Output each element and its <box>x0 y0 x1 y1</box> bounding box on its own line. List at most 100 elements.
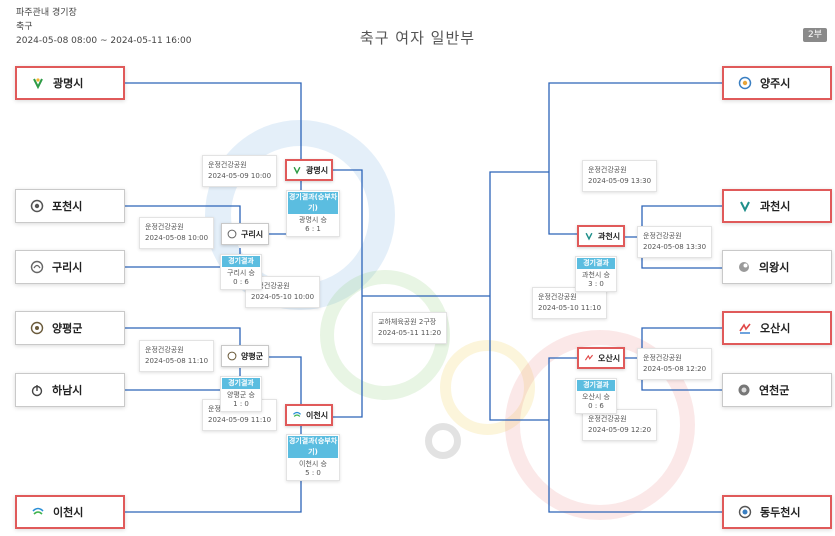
result-score: 6 : 1 <box>305 225 321 233</box>
venue-place: 운정건강공원 <box>643 232 682 240</box>
team-gwangmyeong[interactable]: 광명시 <box>15 66 125 100</box>
team-name: 연천군 <box>759 384 790 397</box>
match-result: 경기결과 구리시 승 0 : 6 <box>220 254 262 290</box>
page-title: 축구 여자 일반부 <box>359 29 476 47</box>
team-yeoncheon[interactable]: 연천군 <box>722 373 832 407</box>
team-yangju[interactable]: 양주시 <box>722 66 832 100</box>
venue-place: 운정건강공원 <box>588 166 627 174</box>
icheon-emblem-icon <box>31 505 45 519</box>
team-name: 의왕시 <box>759 261 790 274</box>
match-time: 2024-05-09 13:30 <box>588 177 652 185</box>
team-yangpyeong[interactable]: 양평군 <box>15 311 125 345</box>
match-result: 경기결과(승부차기) 이천시 승 5 : 0 <box>286 434 340 481</box>
venue-place: 운정건강공원 <box>251 282 290 290</box>
match-schedule: 운정건강공원 2024-05-09 10:00 <box>202 155 278 187</box>
team-name: 이천시 <box>53 506 84 519</box>
team-name: 광명시 <box>306 165 329 175</box>
team-gwacheon[interactable]: 과천시 <box>722 189 832 223</box>
team-name: 과천시 <box>760 200 791 213</box>
team-pocheon[interactable]: 포천시 <box>15 189 125 223</box>
result-score: 5 : 0 <box>305 469 321 477</box>
match-time: 2024-05-11 11:20 <box>378 329 442 337</box>
match-schedule: 운정건강공원 2024-05-09 12:20 <box>582 409 658 441</box>
advance-gwangmyeong[interactable]: 광명시 <box>285 159 333 181</box>
venue-place: 운정건강공원 <box>588 415 627 423</box>
icheon-emblem-icon <box>292 410 302 420</box>
match-schedule: 운정건강공원 2024-05-09 13:30 <box>582 160 658 192</box>
match-result: 경기결과 과천시 승 3 : 0 <box>575 256 617 292</box>
team-name: 오산시 <box>760 322 791 335</box>
advance-osan[interactable]: 오산시 <box>577 347 625 369</box>
pocheon-emblem-icon <box>30 199 44 213</box>
team-uiwang[interactable]: 의왕시 <box>722 250 832 284</box>
match-time: 2024-05-09 11:10 <box>208 416 272 424</box>
advance-guri[interactable]: 구리시 <box>221 223 269 245</box>
result-button[interactable]: 경기결과(승부차기) <box>288 436 338 458</box>
team-name: 구리시 <box>241 229 264 239</box>
yangpyeong-emblem-icon <box>30 321 44 335</box>
match-schedule: 운정건강공원 2024-05-08 11:10 <box>139 340 215 372</box>
match-time: 2024-05-10 10:00 <box>251 293 315 301</box>
result-winner: 구리시 승 <box>227 269 255 277</box>
uiwang-emblem-icon <box>737 260 751 274</box>
yeoncheon-emblem-icon <box>737 383 751 397</box>
team-icheon[interactable]: 이천시 <box>15 495 125 529</box>
result-score: 3 : 0 <box>588 280 604 288</box>
team-guri[interactable]: 구리시 <box>15 250 125 284</box>
result-score: 0 : 6 <box>233 278 249 286</box>
sport-label: 축구 <box>16 22 33 32</box>
match-time: 2024-05-09 12:20 <box>588 426 652 434</box>
team-osan[interactable]: 오산시 <box>722 311 832 345</box>
team-name: 광명시 <box>53 77 84 90</box>
team-name: 하남시 <box>52 384 83 397</box>
team-name: 양평군 <box>241 351 264 361</box>
osan-emblem-icon <box>584 353 594 363</box>
result-button[interactable]: 경기결과 <box>222 256 260 267</box>
advance-icheon[interactable]: 이천시 <box>285 404 333 426</box>
hanam-emblem-icon <box>30 383 44 397</box>
dongducheon-emblem-icon <box>738 505 752 519</box>
match-schedule: 운정건강공원 2024-05-08 13:30 <box>637 226 713 258</box>
team-name: 이천시 <box>306 410 329 420</box>
match-result: 경기결과(승부차기) 광명시 승 6 : 1 <box>286 190 340 237</box>
result-button[interactable]: 경기결과 <box>577 258 615 269</box>
venue-place: 교하체육공원 2구장 <box>378 318 437 326</box>
gwacheon-emblem-icon <box>738 199 752 213</box>
period-label: 2024-05-08 08:00 ~ 2024-05-11 16:00 <box>16 36 192 46</box>
result-button[interactable]: 경기결과 <box>577 380 615 391</box>
team-dongducheon[interactable]: 동두천시 <box>722 495 832 529</box>
advance-gwacheon[interactable]: 과천시 <box>577 225 625 247</box>
result-score: 0 : 6 <box>588 402 604 410</box>
team-name: 오산시 <box>598 353 621 363</box>
team-name: 과천시 <box>598 231 621 241</box>
team-name: 양평군 <box>52 322 83 335</box>
match-time: 2024-05-09 10:00 <box>208 172 272 180</box>
match-time: 2024-05-08 11:10 <box>145 357 209 365</box>
match-time: 2024-05-08 10:00 <box>145 234 209 242</box>
guri-emblem-icon <box>227 229 237 239</box>
result-winner: 양평군 승 <box>227 391 255 399</box>
team-name: 포천시 <box>52 200 83 213</box>
yangju-emblem-icon <box>738 76 752 90</box>
advance-yangpyeong[interactable]: 양평군 <box>221 345 269 367</box>
gwangmyeong-emblem-icon <box>292 165 302 175</box>
venue-place: 운정건강공원 <box>538 293 577 301</box>
venue-place: 운정건강공원 <box>643 354 682 362</box>
match-time: 2024-05-08 13:30 <box>643 243 707 251</box>
match-schedule: 운정건강공원 2024-05-10 11:10 <box>532 287 608 319</box>
result-button[interactable]: 경기결과 <box>222 378 260 389</box>
yangpyeong-emblem-icon <box>227 351 237 361</box>
venue-place: 운정건강공원 <box>208 161 247 169</box>
guri-emblem-icon <box>30 260 44 274</box>
match-time: 2024-05-10 11:10 <box>538 304 602 312</box>
venue-place: 운정건강공원 <box>145 346 184 354</box>
team-name: 양주시 <box>760 77 791 90</box>
result-button[interactable]: 경기결과(승부차기) <box>288 192 338 214</box>
result-score: 1 : 0 <box>233 400 249 408</box>
team-hanam[interactable]: 하남시 <box>15 373 125 407</box>
osan-emblem-icon <box>738 321 752 335</box>
part-badge[interactable]: 2부 <box>803 28 827 42</box>
